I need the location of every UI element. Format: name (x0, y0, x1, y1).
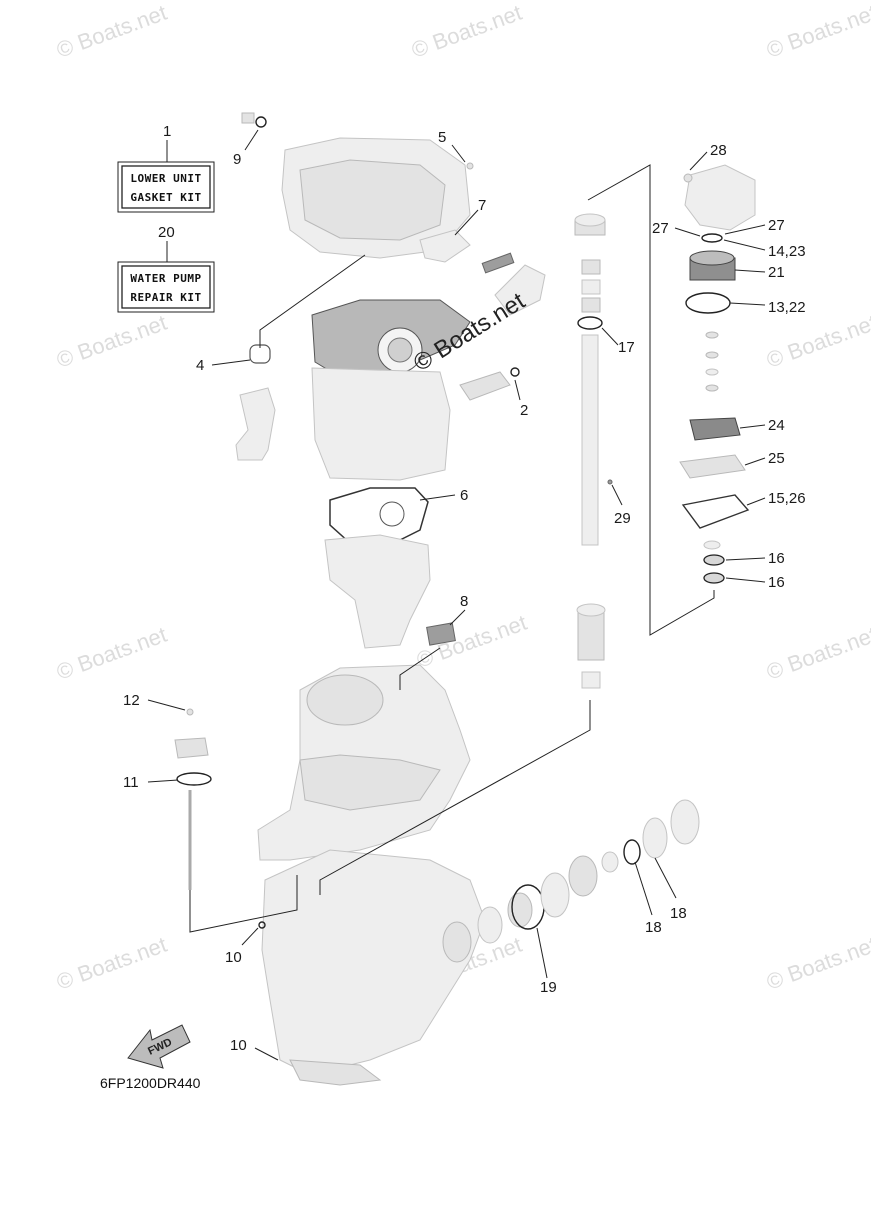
kit-box-water-pump-repair: 20 WATER PUMP REPAIR KIT (117, 224, 215, 313)
callout-18: 18 (670, 905, 687, 922)
watermark: © Boats.net (53, 622, 170, 685)
prop-shaft-parts (442, 799, 700, 963)
callout-11: 11 (123, 774, 139, 791)
callout-16: 16 (768, 550, 785, 567)
o-ring-13-22 (685, 292, 731, 314)
watermark: © Boats.net (763, 0, 871, 63)
seal-16b (703, 572, 725, 584)
callout-5: 5 (438, 129, 446, 146)
gasket-lower (324, 487, 431, 649)
callout-21: 21 (768, 264, 785, 281)
callout-4: 4 (196, 357, 204, 374)
callout-12: 12 (123, 692, 140, 709)
o-ring-9 (255, 116, 267, 128)
o-ring-17 (577, 316, 603, 330)
o-ring-2 (510, 367, 520, 377)
kit-label-line: REPAIR KIT (130, 291, 201, 304)
gear-case-lower (258, 849, 486, 1086)
plate-25 (679, 454, 746, 479)
gasket-6 (329, 487, 429, 546)
ring-14-23 (701, 233, 723, 243)
callout-24: 24 (768, 417, 785, 434)
watermark: © Boats.net (763, 310, 871, 373)
callout-17: 17 (618, 339, 635, 356)
watermark: © Boats.net (763, 932, 871, 995)
callout-7: 7 (478, 197, 486, 214)
callout-13-22: 13,22 (768, 299, 806, 316)
callout-19: 19 (540, 979, 557, 996)
callout-number: 20 (158, 224, 175, 241)
seal-16a (703, 554, 725, 566)
fwd-arrow: FWD (127, 1024, 191, 1069)
callout-29: 29 (614, 510, 631, 527)
kit-label-line: LOWER UNIT (130, 172, 201, 185)
callout-15-26: 15,26 (768, 490, 806, 507)
block (494, 264, 546, 316)
callout-25: 25 (768, 450, 785, 467)
forward-gear (442, 921, 472, 963)
callout-14-23: 14,23 (768, 243, 806, 260)
o-ring-11 (176, 772, 212, 786)
drive-shaft (574, 213, 613, 689)
plate (419, 229, 471, 263)
water-tube (235, 387, 276, 461)
upper-casing-parts (241, 112, 546, 316)
washer-10 (258, 921, 266, 929)
callout-27: 27 (652, 220, 669, 237)
callout-27: 27 (768, 217, 785, 234)
exhaust-guide (235, 344, 520, 481)
spring (481, 252, 515, 274)
fwd-arrow-icon (127, 1024, 191, 1069)
callout-number: 1 (163, 123, 171, 140)
callout-10: 10 (225, 949, 242, 966)
pump-housing (684, 164, 756, 231)
diagram-code: 6FP1200DR440 (100, 1075, 201, 1091)
callout-2: 2 (520, 402, 528, 419)
watermark: © Boats.net (53, 0, 170, 63)
gasket-15-26 (681, 494, 750, 529)
callout-8: 8 (460, 593, 468, 610)
watermark: © Boats.net (763, 622, 871, 685)
kit-label-line: GASKET KIT (130, 191, 201, 204)
callout-numbers: 9 5 7 4 2 6 8 12 11 10 10 28 27 27 14,23… (123, 129, 806, 1054)
gear-case-upper (257, 664, 471, 861)
anode-8 (426, 622, 456, 646)
callout-9: 9 (233, 151, 241, 168)
seal-18a (623, 839, 641, 865)
callout-10: 10 (230, 1037, 247, 1054)
impeller-24 (689, 417, 741, 441)
callout-leaders (147, 129, 766, 1061)
watermark: © Boats.net (53, 310, 170, 373)
kit-label-line: WATER PUMP (130, 272, 201, 285)
callout-18: 18 (645, 919, 662, 936)
watermark: © Boats.net (408, 0, 525, 63)
water-pump-parts (679, 164, 756, 584)
callout-28: 28 (710, 142, 727, 159)
assembly-lines (189, 164, 715, 933)
shift-rod-assembly (174, 708, 212, 890)
kit-box-lower-unit-gasket: 1 LOWER UNIT GASKET KIT (117, 123, 215, 213)
callout-16: 16 (768, 574, 785, 591)
callout-6: 6 (460, 487, 468, 504)
gasket-upper (311, 299, 471, 381)
watermark: © Boats.net (53, 932, 170, 995)
